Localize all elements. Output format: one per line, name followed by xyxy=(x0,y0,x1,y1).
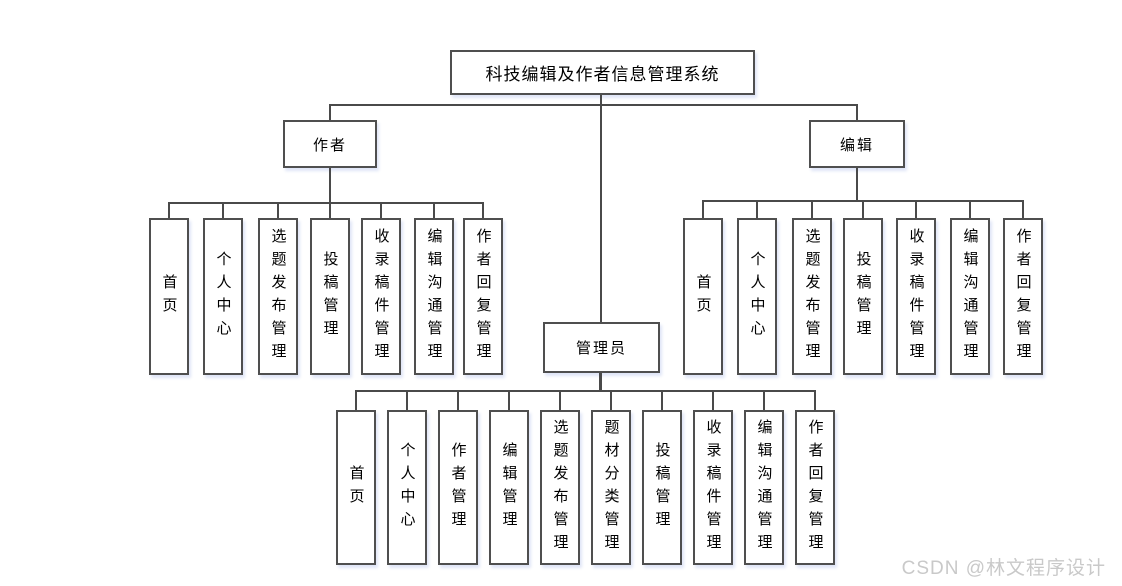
watermark: CSDN @林文程序设计 xyxy=(901,558,1106,579)
connector-editor-child-stub xyxy=(862,200,864,218)
connector-stub-author xyxy=(329,104,331,120)
leaf-admin-personal-center: 个人中心 xyxy=(387,410,427,565)
leaf-label: 选题发布管理 xyxy=(269,227,287,366)
leaf-admin-submission-mgmt: 投稿管理 xyxy=(642,410,682,565)
leaf-label: 题材分类管理 xyxy=(602,418,620,557)
leaf-admin-home: 首页 xyxy=(336,410,376,565)
leaf-author-topic-publish-mgmt: 选题发布管理 xyxy=(258,218,298,375)
connector-admin-horizontal xyxy=(355,390,816,392)
branch-node-author: 作者 xyxy=(283,120,377,168)
leaf-label: 选题发布管理 xyxy=(803,227,821,366)
branch-node-admin: 管理员 xyxy=(543,322,660,373)
connector-admin-child-stub xyxy=(610,390,612,410)
leaf-editor-author-reply-mgmt: 作者回复管理 xyxy=(1003,218,1043,375)
leaf-admin-author-mgmt: 作者管理 xyxy=(438,410,478,565)
root-node-system-title: 科技编辑及作者信息管理系统 xyxy=(450,50,755,95)
leaf-label: 收录稿件管理 xyxy=(704,418,722,557)
connector-admin-child-stub xyxy=(763,390,765,410)
leaf-admin-accepted-manuscript-mgmt: 收录稿件管理 xyxy=(693,410,733,565)
leaf-admin-genre-category-mgmt: 题材分类管理 xyxy=(591,410,631,565)
leaf-label: 作者管理 xyxy=(449,441,467,534)
connector-admin-child-stub xyxy=(559,390,561,410)
connector-trunk-vertical xyxy=(600,95,602,322)
connector-admin-child-stub xyxy=(406,390,408,410)
leaf-label: 编辑沟通管理 xyxy=(425,227,443,366)
leaf-label: 收录稿件管理 xyxy=(907,227,925,366)
leaf-editor-topic-publish-mgmt: 选题发布管理 xyxy=(792,218,832,375)
connector-admin-down xyxy=(599,373,602,392)
connector-editor-child-stub xyxy=(811,200,813,218)
connector-author-child-stub xyxy=(329,202,331,218)
leaf-label: 首页 xyxy=(160,273,178,320)
connector-admin-child-stub xyxy=(355,390,357,410)
connector-admin-child-stub xyxy=(712,390,714,410)
connector-editor-child-stub xyxy=(756,200,758,218)
connector-editor-child-stub xyxy=(1022,200,1024,218)
leaf-editor-editor-communication-mgmt: 编辑沟通管理 xyxy=(950,218,990,375)
connector-admin-child-stub xyxy=(661,390,663,410)
leaf-label: 选题发布管理 xyxy=(551,418,569,557)
connector-admin-child-stub xyxy=(508,390,510,410)
branch-admin-label: 管理员 xyxy=(575,340,627,357)
connector-author-child-stub xyxy=(482,202,484,218)
connector-author-down xyxy=(329,168,331,203)
leaf-label: 编辑沟通管理 xyxy=(961,227,979,366)
leaf-editor-personal-center: 个人中心 xyxy=(737,218,777,375)
connector-top-horizontal xyxy=(329,104,858,106)
connector-editor-child-stub xyxy=(969,200,971,218)
leaf-label: 作者回复管理 xyxy=(1014,227,1032,366)
leaf-editor-home: 首页 xyxy=(683,218,723,375)
connector-author-child-stub xyxy=(277,202,279,218)
leaf-admin-topic-publish-mgmt: 选题发布管理 xyxy=(540,410,580,565)
connector-stub-editor xyxy=(856,104,858,120)
leaf-label: 投稿管理 xyxy=(854,250,872,343)
leaf-label: 收录稿件管理 xyxy=(372,227,390,366)
connector-editor-child-stub xyxy=(915,200,917,218)
connector-author-child-stub xyxy=(222,202,224,218)
connector-admin-child-stub xyxy=(814,390,816,410)
leaf-author-accepted-manuscript-mgmt: 收录稿件管理 xyxy=(361,218,401,375)
connector-admin-child-stub xyxy=(457,390,459,410)
leaf-author-editor-communication-mgmt: 编辑沟通管理 xyxy=(414,218,454,375)
leaf-label: 投稿管理 xyxy=(321,250,339,343)
leaf-editor-accepted-manuscript-mgmt: 收录稿件管理 xyxy=(896,218,936,375)
leaf-author-author-reply-mgmt: 作者回复管理 xyxy=(463,218,503,375)
leaf-admin-editor-mgmt: 编辑管理 xyxy=(489,410,529,565)
leaf-author-home: 首页 xyxy=(149,218,189,375)
branch-node-editor: 编辑 xyxy=(809,120,905,168)
leaf-author-submission-mgmt: 投稿管理 xyxy=(310,218,350,375)
root-node-label: 科技编辑及作者信息管理系统 xyxy=(485,65,720,84)
leaf-label: 个人中心 xyxy=(214,250,232,343)
leaf-label: 编辑沟通管理 xyxy=(755,418,773,557)
leaf-label: 首页 xyxy=(694,273,712,320)
connector-author-child-stub xyxy=(380,202,382,218)
connector-author-child-stub xyxy=(433,202,435,218)
connector-author-horizontal xyxy=(168,202,484,204)
leaf-label: 个人中心 xyxy=(398,441,416,534)
leaf-admin-author-reply-mgmt: 作者回复管理 xyxy=(795,410,835,565)
leaf-label: 投稿管理 xyxy=(653,441,671,534)
branch-author-label: 作者 xyxy=(312,136,347,154)
leaf-label: 作者回复管理 xyxy=(474,227,492,366)
leaf-author-personal-center: 个人中心 xyxy=(203,218,243,375)
leaf-label: 首页 xyxy=(347,464,365,511)
leaf-label: 编辑管理 xyxy=(500,441,518,534)
leaf-editor-submission-mgmt: 投稿管理 xyxy=(843,218,883,375)
leaf-label: 个人中心 xyxy=(748,250,766,343)
leaf-admin-editor-communication-mgmt: 编辑沟通管理 xyxy=(744,410,784,565)
connector-author-child-stub xyxy=(168,202,170,218)
connector-editor-child-stub xyxy=(702,200,704,218)
leaf-label: 作者回复管理 xyxy=(806,418,824,557)
connector-editor-down xyxy=(856,168,858,202)
branch-editor-label: 编辑 xyxy=(839,136,874,154)
